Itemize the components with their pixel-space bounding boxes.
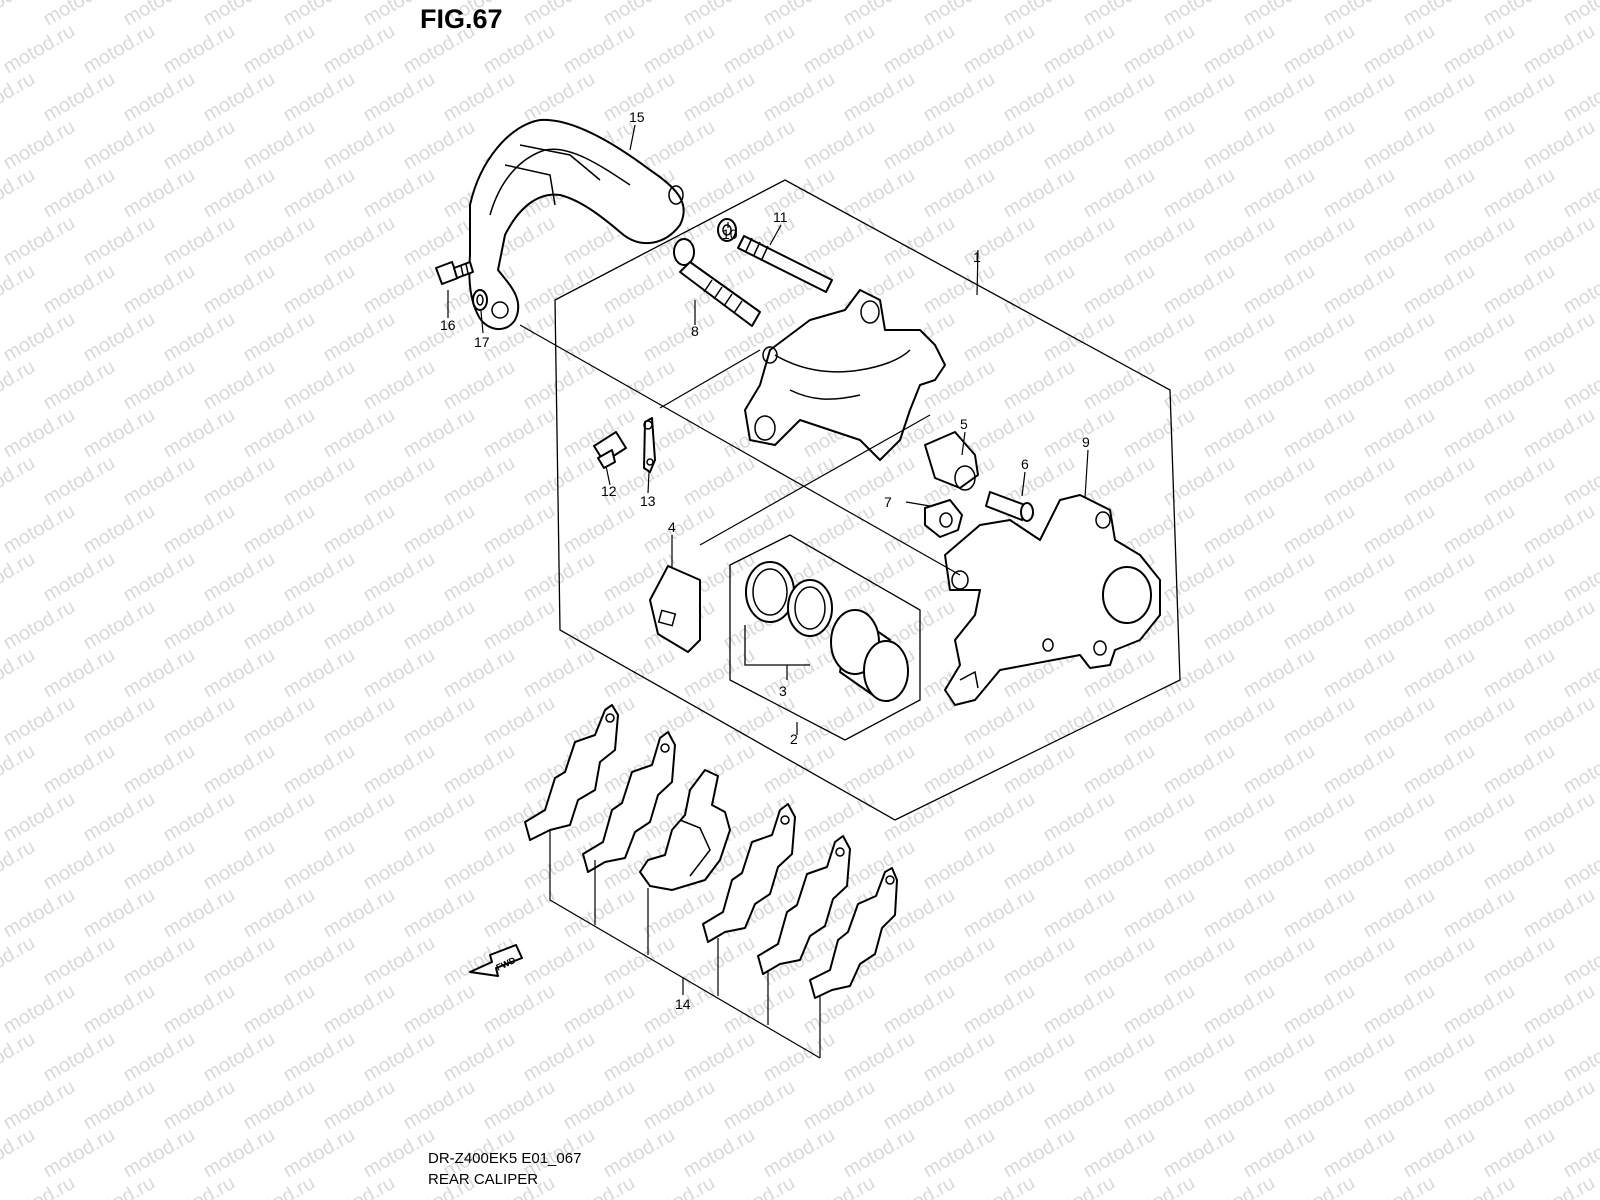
bleeder-valve-12 [593, 431, 627, 469]
callout-5: 5 [960, 416, 968, 432]
callout-17: 17 [474, 334, 490, 350]
figure-title: FIG.67 [420, 4, 503, 34]
callout-15: 15 [629, 109, 645, 125]
callout-13: 13 [640, 493, 656, 509]
figure-caption: REAR CALIPER [428, 1171, 539, 1188]
cap-10 [717, 218, 737, 242]
callout-11: 11 [773, 209, 788, 225]
leader-lines [447, 124, 1089, 735]
pads-leader-bracket [549, 830, 821, 1059]
piston-seals-3 [745, 561, 833, 637]
washer-17 [472, 289, 488, 311]
boot-5 [924, 431, 979, 491]
fwd-arrow-icon: FWD [469, 944, 523, 977]
callout-8: 8 [691, 323, 699, 339]
callout-7: 7 [884, 494, 892, 510]
callout-12: 12 [601, 483, 617, 499]
piston-group-box-2 [729, 534, 921, 741]
callout-9: 9 [1082, 434, 1090, 450]
callout-6: 6 [1021, 456, 1029, 472]
bolt-16 [435, 261, 474, 285]
caliper-body [744, 289, 946, 461]
assembly-box-1 [554, 179, 1181, 821]
clip-13 [643, 417, 656, 473]
boot-7 [924, 499, 963, 538]
caliper-guard-15 [468, 118, 685, 330]
callout-10: 10 [722, 226, 738, 242]
model-code: DR-Z400EK5 E01_067 [428, 1150, 582, 1167]
piston [830, 609, 909, 702]
callout-3: 3 [779, 683, 787, 699]
slide-pin-11 [737, 235, 833, 293]
callout-2: 2 [790, 731, 798, 747]
brake-pads-14 [524, 704, 898, 999]
callout-4: 4 [668, 519, 676, 535]
caliper-bracket-9 [944, 494, 1161, 706]
sleeve-6 [985, 491, 1034, 522]
callout-16: 16 [440, 317, 456, 333]
callout-14: 14 [675, 996, 691, 1012]
pad-spring-4 [649, 565, 701, 653]
seal-group-box-3 [744, 625, 810, 666]
callout-1: 1 [973, 249, 981, 265]
pin-bolt-8 [673, 238, 761, 327]
